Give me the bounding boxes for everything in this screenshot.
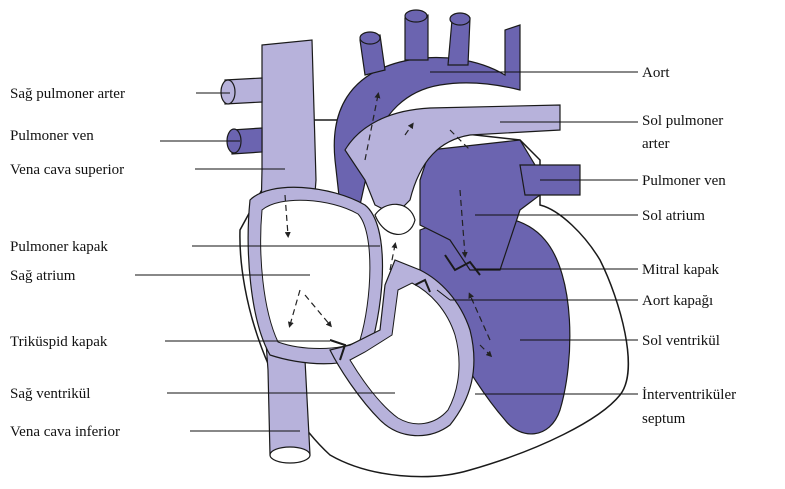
- label-mitral-kapak: Mitral kapak: [642, 262, 720, 278]
- label-interventrikuler-2: septum: [642, 411, 686, 427]
- label-aort-kapagi: Aort kapağı: [642, 293, 713, 309]
- label-interventrikuler-1: İnterventriküler: [642, 387, 736, 403]
- label-sag-ventrikul: Sağ ventrikül: [10, 386, 90, 402]
- label-pulmoner-kapak: Pulmoner kapak: [10, 239, 108, 255]
- label-trikuspid-kapak: Triküspid kapak: [10, 334, 108, 350]
- label-pulmoner-ven-left: Pulmoner ven: [10, 128, 94, 144]
- label-sag-pulmoner-arter: Sağ pulmoner arter: [10, 86, 125, 102]
- label-sol-atrium: Sol atrium: [642, 208, 705, 224]
- label-sag-atrium: Sağ atrium: [10, 268, 76, 284]
- label-sol-pulmoner-arter-2: arter: [642, 136, 669, 152]
- label-vena-cava-inferior: Vena cava inferior: [10, 424, 120, 440]
- right-atrium-inner: [261, 200, 370, 348]
- label-sol-ventrikul: Sol ventrikül: [642, 333, 720, 349]
- label-aort: Aort: [642, 65, 670, 81]
- label-sol-pulmoner-arter-1: Sol pulmoner: [642, 113, 723, 129]
- label-pulmoner-ven-right: Pulmoner ven: [642, 173, 726, 189]
- label-vena-cava-superior: Vena cava superior: [10, 162, 124, 178]
